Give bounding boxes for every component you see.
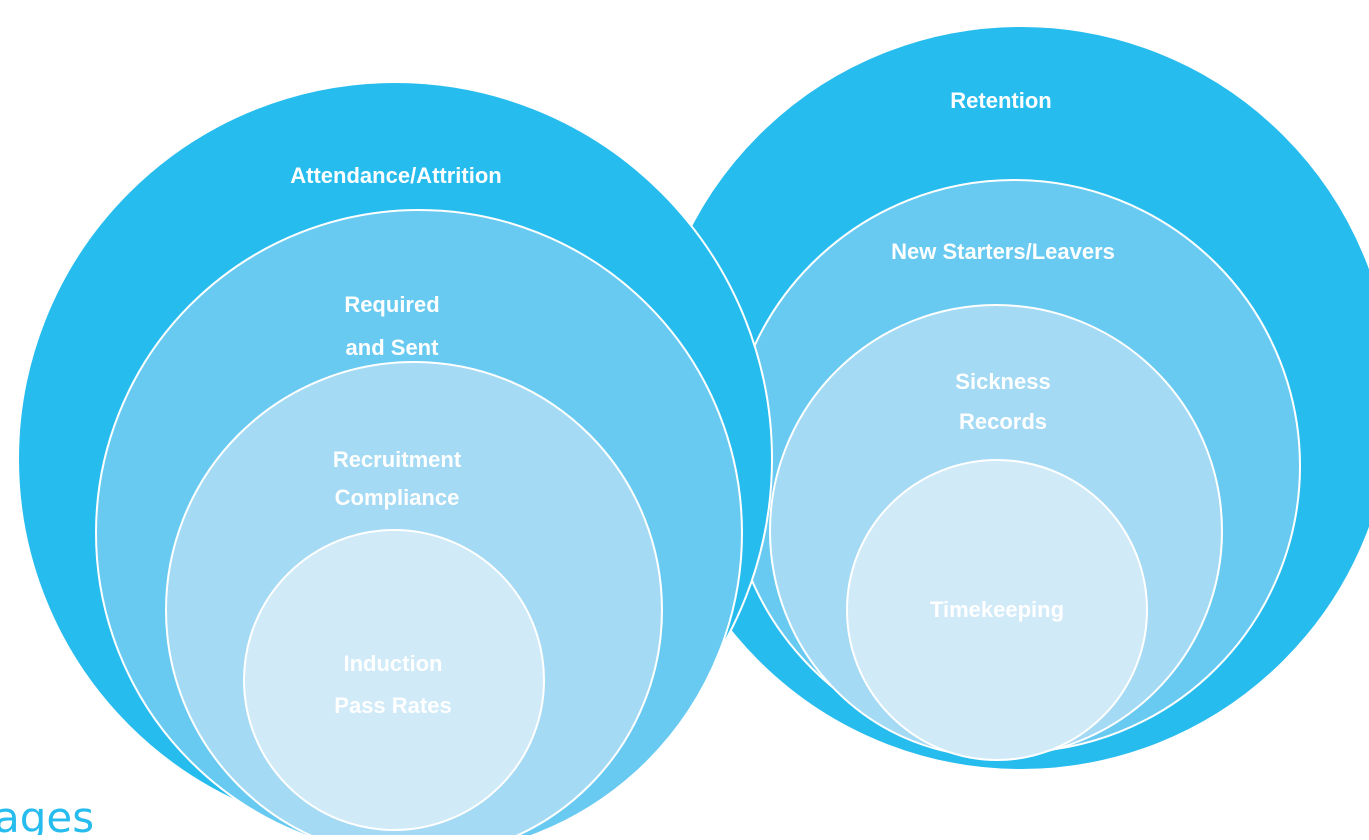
left-core-label: Induction xyxy=(344,651,443,676)
left-ring3-label: Recruitment xyxy=(333,447,462,472)
left-ring2-label: Required xyxy=(344,292,439,317)
right-outer-label: Retention xyxy=(950,88,1051,113)
right-ring3-label: Sickness xyxy=(955,369,1050,394)
left-circle-group: Attendance/Attrition Required and Sent R… xyxy=(17,81,773,840)
left-ring3-label-line2: Compliance xyxy=(335,485,460,510)
right-ring3-label-line2: Records xyxy=(959,409,1047,434)
right-circle-group: Retention New Starters/Leavers Sickness … xyxy=(648,25,1369,771)
right-ring2-label: New Starters/Leavers xyxy=(891,239,1115,264)
right-core-label: Timekeeping xyxy=(930,597,1064,622)
left-core-circle xyxy=(243,529,545,831)
logo-text: ages xyxy=(0,793,94,835)
left-outer-label: Attendance/Attrition xyxy=(290,163,501,188)
right-core-circle xyxy=(846,459,1148,761)
left-ring2-label-line2: and Sent xyxy=(346,335,440,360)
left-core-label-line2: Pass Rates xyxy=(334,693,451,718)
